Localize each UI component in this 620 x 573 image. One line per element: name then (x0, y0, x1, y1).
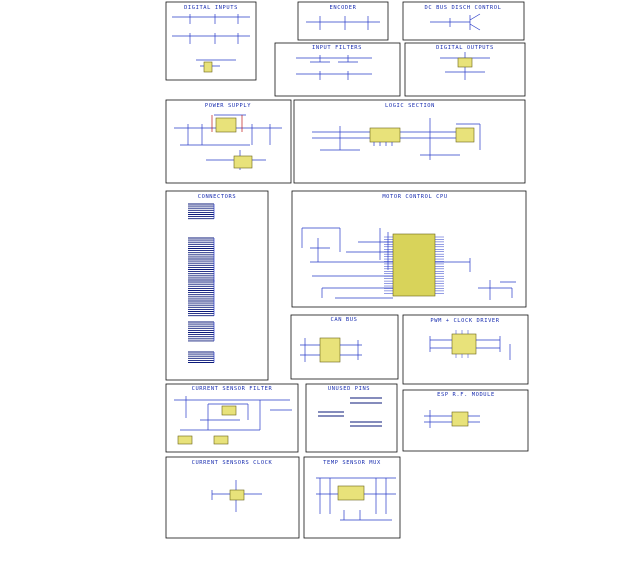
block-title: CONNECTORS (198, 194, 236, 200)
block-temp-sensor-mux: TEMP SENSOR MUX (303, 456, 401, 539)
block-title: PWM + CLOCK DRIVER (430, 318, 499, 324)
block-unused-pins: UNUSED PINS (305, 383, 398, 453)
block-current-sensor-filter: CURRENT SENSOR FILTER (165, 383, 299, 453)
block-title: ESP R.F. MODULE (437, 392, 495, 398)
block-frame (402, 1, 525, 41)
block-can-bus: CAN BUS (290, 314, 399, 380)
block-frame (305, 383, 398, 453)
block-title: CURRENT SENSOR FILTER (192, 386, 273, 392)
block-logic-section: LOGIC SECTION (293, 99, 526, 184)
block-input-filters: INPUT FILTERS (274, 42, 401, 97)
block-title: LOGIC SECTION (385, 103, 435, 109)
block-frame (297, 1, 389, 41)
block-frame (274, 42, 401, 97)
block-pwm-clock-driver: PWM + CLOCK DRIVER (402, 314, 529, 385)
block-frame (165, 99, 292, 184)
cpu-chip (392, 233, 436, 297)
block-frame (290, 314, 399, 380)
block-digital-outputs: DIGITAL OUTPUTS (404, 42, 526, 97)
block-digital-inputs: DIGITAL INPUTS (165, 1, 257, 81)
block-title: INPUT FILTERS (312, 45, 362, 51)
block-esp-rf-module: ESP R.F. MODULE (402, 389, 529, 452)
block-title: CURRENT SENSORS CLOCK (192, 460, 273, 466)
block-title: DC BUS DISCH CONTROL (425, 5, 502, 11)
block-title: MOTOR CONTROL CPU (382, 194, 447, 200)
block-title: DIGITAL INPUTS (184, 5, 238, 11)
block-current-sensors-clock: CURRENT SENSORS CLOCK (165, 456, 300, 539)
block-title: POWER SUPPLY (205, 103, 251, 109)
block-connectors: CONNECTORS (165, 190, 269, 381)
block-title: CAN BUS (331, 317, 358, 323)
block-motor-control-cpu: MOTOR CONTROL CPU (291, 190, 527, 308)
block-dc-bus-disch-control: DC BUS DISCH CONTROL (402, 1, 525, 41)
block-frame (165, 190, 269, 381)
block-frame (293, 99, 526, 184)
block-power-supply: POWER SUPPLY (165, 99, 292, 184)
block-title: TEMP SENSOR MUX (323, 460, 381, 466)
block-title: ENCODER (330, 5, 357, 11)
block-title: DIGITAL OUTPUTS (436, 45, 494, 51)
block-title: UNUSED PINS (328, 386, 370, 392)
cpu-pins (384, 236, 444, 294)
block-encoder: ENCODER (297, 1, 389, 41)
connector-pins (188, 203, 215, 363)
